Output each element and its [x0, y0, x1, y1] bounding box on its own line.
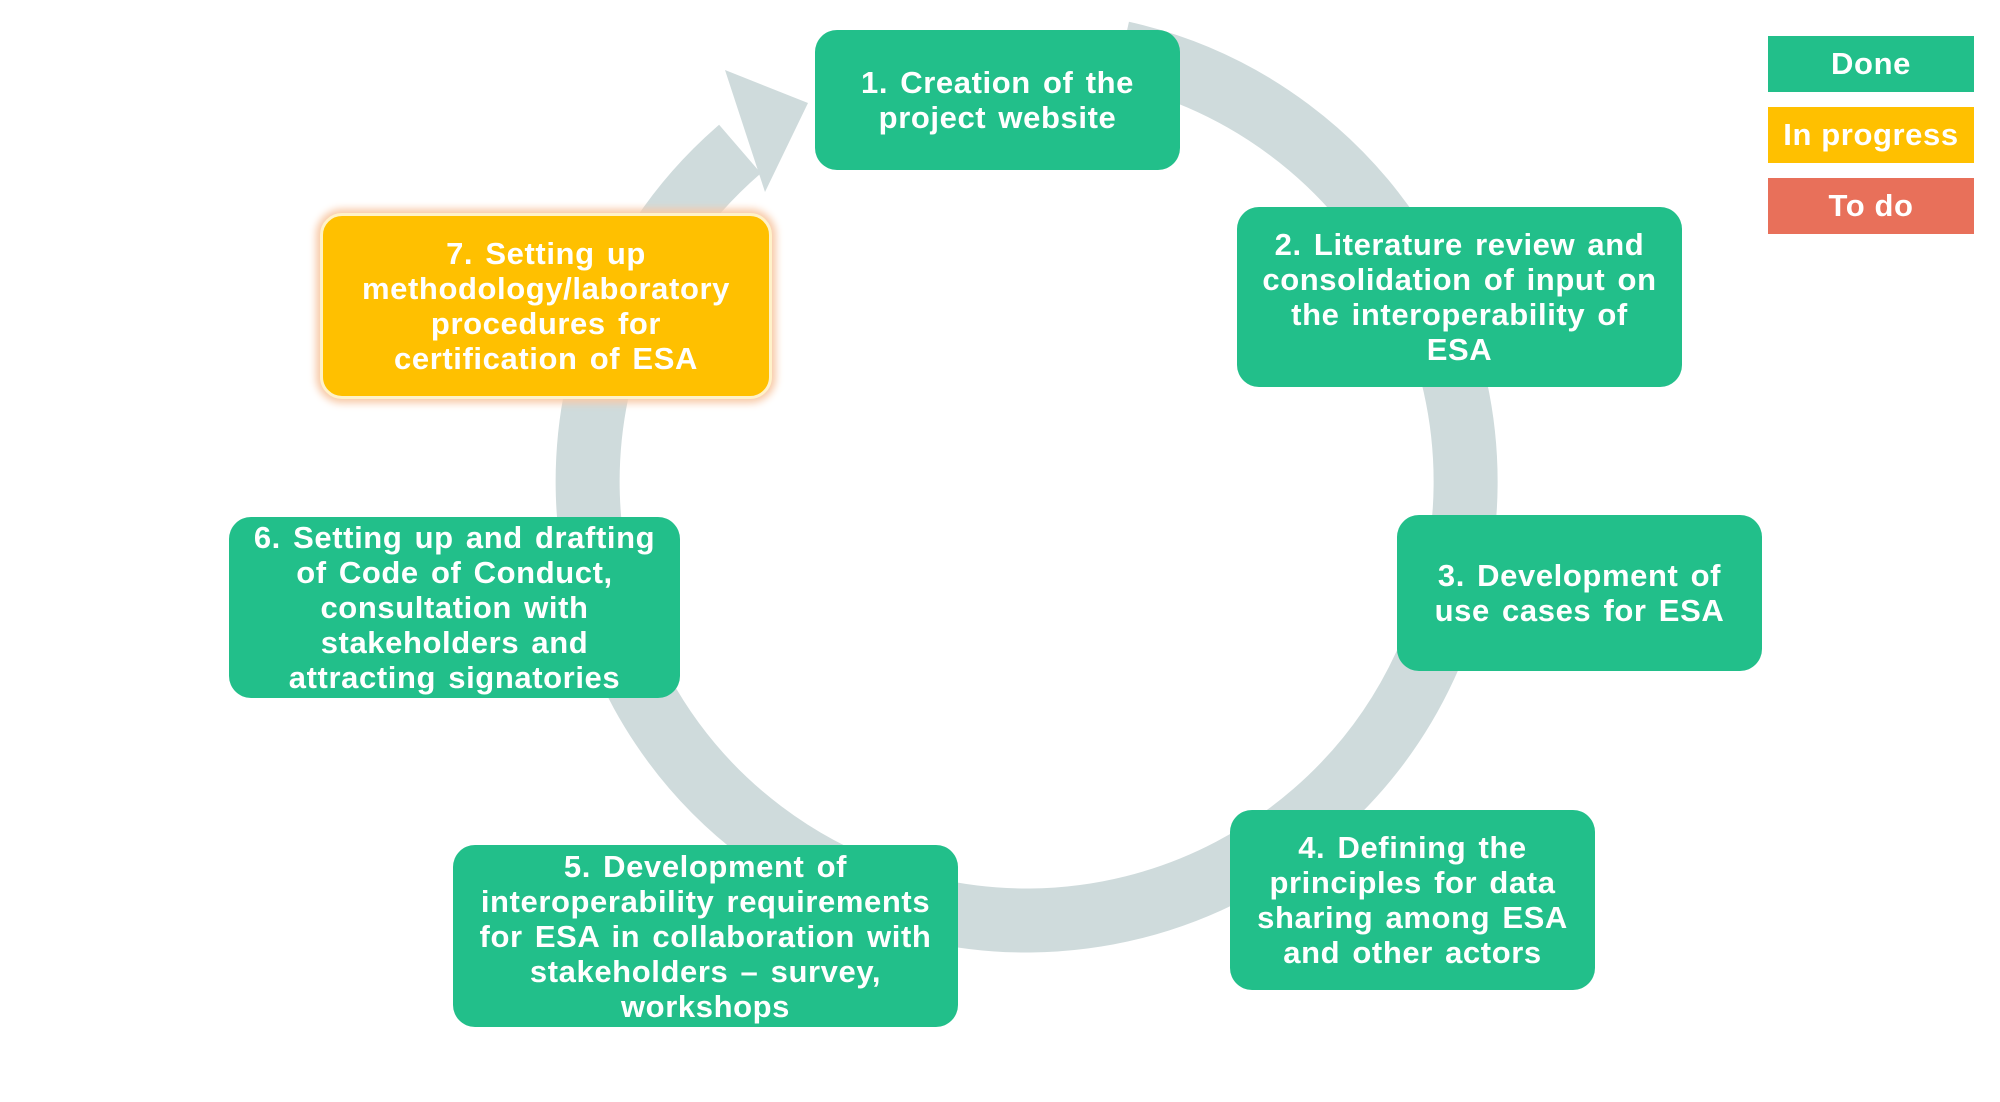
legend-in-progress: In progress	[1768, 107, 1974, 163]
step-4-data-sharing-principles: 4. Defining the principles for data shar…	[1230, 810, 1595, 990]
legend-to-do: To do	[1768, 178, 1974, 234]
step-4-label: 4. Defining the principles for data shar…	[1257, 830, 1568, 970]
step-7-label: 7. Setting up methodology/laboratory pro…	[361, 236, 730, 376]
step-1-creation-of-project-website: 1. Creation of the project website	[815, 30, 1180, 170]
cycle-arrow-head	[725, 70, 808, 192]
step-3-label: 3. Development of use cases for ESA	[1434, 558, 1725, 628]
legend-done: Done	[1768, 36, 1974, 92]
step-5-interoperability-requirements: 5. Development of interoperability requi…	[453, 845, 958, 1027]
legend-to-do-label: To do	[1828, 188, 1914, 223]
legend-done-label: Done	[1831, 46, 1911, 81]
step-5-label: 5. Development of interoperability requi…	[479, 848, 932, 1024]
step-7-certification-methodology: 7. Setting up methodology/laboratory pro…	[320, 213, 772, 399]
step-2-label: 2. Literature review and consolidation o…	[1262, 227, 1657, 367]
step-2-literature-review: 2. Literature review and consolidation o…	[1237, 207, 1682, 387]
legend-in-progress-label: In progress	[1783, 117, 1959, 152]
cycle-arrow-body	[555, 21, 1498, 953]
step-6-label: 6. Setting up and drafting of Code of Co…	[253, 520, 656, 695]
step-1-label: 1. Creation of the project website	[861, 65, 1134, 135]
step-6-code-of-conduct: 6. Setting up and drafting of Code of Co…	[229, 517, 680, 698]
step-3-use-cases: 3. Development of use cases for ESA	[1397, 515, 1762, 671]
